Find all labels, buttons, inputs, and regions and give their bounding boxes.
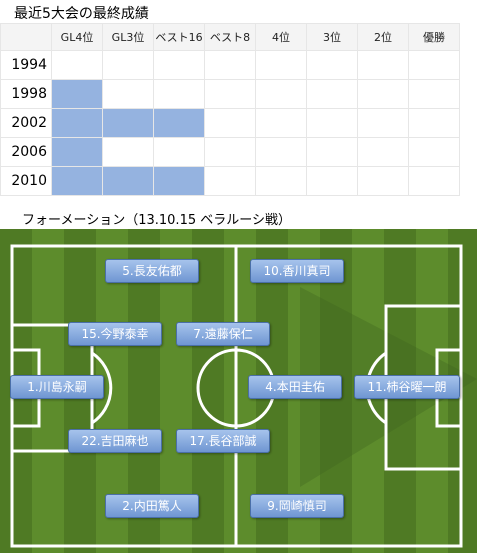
result-cell [102, 137, 154, 167]
result-cell [204, 108, 256, 138]
result-cell [255, 166, 307, 196]
results-row: 2006 [0, 137, 460, 167]
player-label: 1.川島永嗣 [10, 375, 104, 399]
results-row: 1994 [0, 50, 460, 80]
player-label: 17.長谷部誠 [176, 429, 270, 453]
player-label: 15.今野泰幸 [68, 322, 162, 346]
result-cell [306, 108, 358, 138]
col-header: 2位 [357, 23, 409, 51]
result-cell [255, 50, 307, 80]
result-bar-cell [51, 79, 103, 109]
player-label: 9.岡崎慎司 [250, 494, 344, 518]
col-header: GL3位 [102, 23, 154, 51]
result-cell [255, 79, 307, 109]
col-header: ベスト8 [204, 23, 256, 51]
result-bar-cell [51, 137, 103, 167]
year-label: 1998 [0, 79, 52, 109]
year-label: 2006 [0, 137, 52, 167]
result-bar-cell [51, 108, 103, 138]
player-label: 22.吉田麻也 [68, 429, 162, 453]
left-penalty-arc [91, 351, 113, 425]
result-cell [357, 50, 409, 80]
col-header: 4位 [255, 23, 307, 51]
results-header-row: GL4位 GL3位 ベスト16 ベスト8 4位 3位 2位 優勝 [0, 23, 460, 51]
result-cell [357, 108, 409, 138]
header-corner [0, 23, 52, 51]
player-label: 4.本田圭佑 [248, 375, 342, 399]
result-cell [204, 50, 256, 80]
result-cell [255, 137, 307, 167]
result-cell [306, 79, 358, 109]
player-label: 2.内田篤人 [105, 494, 199, 518]
player-label: 11.柿谷曜一朗 [354, 375, 460, 399]
result-cell [102, 79, 154, 109]
results-title: 最近5大会の最終成績 [14, 6, 149, 22]
results-row: 1998 [0, 79, 460, 109]
result-cell [255, 108, 307, 138]
result-bar-cell [102, 166, 154, 196]
col-header: 3位 [306, 23, 358, 51]
formation-title: フォーメーション（13.10.15 ベラルーシ戦） [22, 213, 291, 228]
result-cell [357, 166, 409, 196]
col-header: 優勝 [408, 23, 460, 51]
result-bar-cell [153, 108, 205, 138]
result-bar-cell [51, 166, 103, 196]
result-cell [153, 137, 205, 167]
result-cell [357, 137, 409, 167]
result-cell [51, 50, 103, 80]
results-row: 2002 [0, 108, 460, 138]
result-bar-cell [153, 166, 205, 196]
soccer-pitch: 5.長友佑都 10.香川真司 15.今野泰幸 7.遠藤保仁 1.川島永嗣 4.本田圭佑 11… [0, 229, 477, 553]
year-label: 2010 [0, 166, 52, 196]
result-cell [153, 79, 205, 109]
player-label: 5.長友佑都 [105, 259, 199, 283]
result-cell [204, 137, 256, 167]
player-label: 7.遠藤保仁 [176, 322, 270, 346]
result-cell [102, 50, 154, 80]
result-cell [408, 79, 460, 109]
player-label: 10.香川真司 [250, 259, 344, 283]
result-bar-cell [102, 108, 154, 138]
result-cell [204, 166, 256, 196]
result-cell [306, 50, 358, 80]
result-cell [408, 108, 460, 138]
result-cell [306, 166, 358, 196]
result-cell [153, 50, 205, 80]
result-cell [357, 79, 409, 109]
results-row: 2010 [0, 166, 460, 196]
year-label: 1994 [0, 50, 52, 80]
result-cell [408, 50, 460, 80]
result-cell [306, 137, 358, 167]
col-header: GL4位 [51, 23, 103, 51]
result-cell [408, 137, 460, 167]
result-cell [204, 79, 256, 109]
col-header: ベスト16 [153, 23, 205, 51]
year-label: 2002 [0, 108, 52, 138]
result-cell [408, 166, 460, 196]
